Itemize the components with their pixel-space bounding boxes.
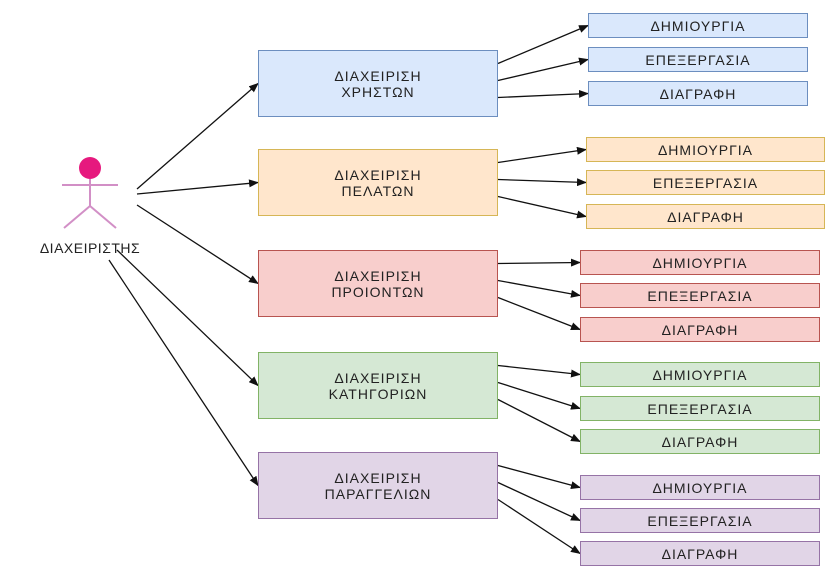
action-delete[interactable]: ΔΙΑΓΡΑΦΗ — [580, 317, 820, 342]
group-title-line1: ΔΙΑΧΕΙΡΙΣΗ — [334, 469, 422, 486]
action-edit[interactable]: ΕΠΕΞΕΡΓΑΣΙΑ — [588, 47, 808, 72]
action-create[interactable]: ΔΗΜΙΟΥΡΓΙΑ — [580, 362, 820, 387]
group-box-customers[interactable]: ΔΙΑΧΕΙΡΙΣΗ ΠΕΛΑΤΩΝ — [258, 149, 498, 216]
arrow-group-to-action — [497, 146, 587, 164]
arrow-group-to-action — [497, 195, 587, 219]
arrow-actor-to-group — [136, 204, 259, 285]
group-box-categories[interactable]: ΔΙΑΧΕΙΡΙΣΗ ΚΑΤΗΓΟΡΙΩΝ — [258, 352, 498, 419]
group-title-line1: ΔΙΑΧΕΙΡΙΣΗ — [334, 166, 422, 183]
arrow-group-to-action — [497, 498, 581, 555]
action-delete[interactable]: ΔΙΑΓΡΑΦΗ — [588, 81, 808, 106]
action-delete[interactable]: ΔΙΑΓΡΑΦΗ — [580, 429, 820, 454]
arrow-group-to-action — [497, 258, 581, 267]
actor-label: ΔΙΑΧΕΙΡΙΣΤΗΣ — [39, 240, 141, 256]
group-title-line2: ΧΡΗΣΤΩΝ — [341, 83, 415, 100]
arrow-group-to-action — [497, 178, 587, 187]
action-create[interactable]: ΔΗΜΙΟΥΡΓΙΑ — [580, 250, 820, 275]
arrow-actor-to-group — [108, 259, 259, 487]
group-title-line1: ΔΙΑΧΕΙΡΙΣΗ — [334, 267, 422, 284]
arrow-actor-to-group — [136, 179, 259, 195]
arrow-group-to-action — [497, 364, 581, 378]
arrow-group-to-action — [497, 89, 589, 99]
arrow-group-to-action — [497, 381, 581, 410]
action-create[interactable]: ΔΗΜΙΟΥΡΓΙΑ — [586, 137, 825, 162]
group-title-line2: ΠΡΟΙΟΝΤΩΝ — [331, 283, 425, 300]
action-edit[interactable]: ΕΠΕΞΕΡΓΑΣΙΑ — [580, 283, 820, 308]
actor-icon — [62, 157, 118, 229]
arrow-group-to-action — [497, 279, 581, 298]
group-title-line1: ΔΙΑΧΕΙΡΙΣΗ — [334, 67, 422, 84]
action-edit[interactable]: ΕΠΕΞΕΡΓΑΣΙΑ — [580, 396, 820, 421]
action-edit[interactable]: ΕΠΕΞΕΡΓΑΣΙΑ — [580, 508, 820, 533]
arrow-actor-to-group — [136, 82, 259, 190]
action-edit[interactable]: ΕΠΕΞΕΡΓΑΣΙΑ — [586, 170, 825, 195]
group-title-line1: ΔΙΑΧΕΙΡΙΣΗ — [334, 369, 422, 386]
group-title-line2: ΠΑΡΑΓΓΕΛΙΩΝ — [324, 485, 432, 502]
arrow-actor-to-group — [116, 249, 259, 387]
group-title-line2: ΠΕΛΑΤΩΝ — [341, 182, 415, 199]
group-box-orders[interactable]: ΔΙΑΧΕΙΡΙΣΗ ΠΑΡΑΓΓΕΛΙΩΝ — [258, 452, 498, 519]
arrow-group-to-action — [497, 398, 581, 443]
group-title-line2: ΚΑΤΗΓΟΡΙΩΝ — [328, 385, 428, 402]
arrow-group-to-action — [497, 481, 581, 522]
group-box-users[interactable]: ΔΙΑΧΕΙΡΙΣΗ ΧΡΗΣΤΩΝ — [258, 50, 498, 117]
action-delete[interactable]: ΔΙΑΓΡΑΦΗ — [580, 541, 820, 566]
arrow-group-to-action — [497, 464, 581, 490]
arrow-group-to-action — [497, 57, 589, 82]
arrow-group-to-action — [497, 24, 589, 65]
arrow-group-to-action — [497, 296, 581, 331]
action-create[interactable]: ΔΗΜΙΟΥΡΓΙΑ — [580, 475, 820, 500]
action-create[interactable]: ΔΗΜΙΟΥΡΓΙΑ — [588, 13, 808, 38]
action-delete[interactable]: ΔΙΑΓΡΑΦΗ — [586, 204, 825, 229]
group-box-products[interactable]: ΔΙΑΧΕΙΡΙΣΗ ΠΡΟΙΟΝΤΩΝ — [258, 250, 498, 317]
